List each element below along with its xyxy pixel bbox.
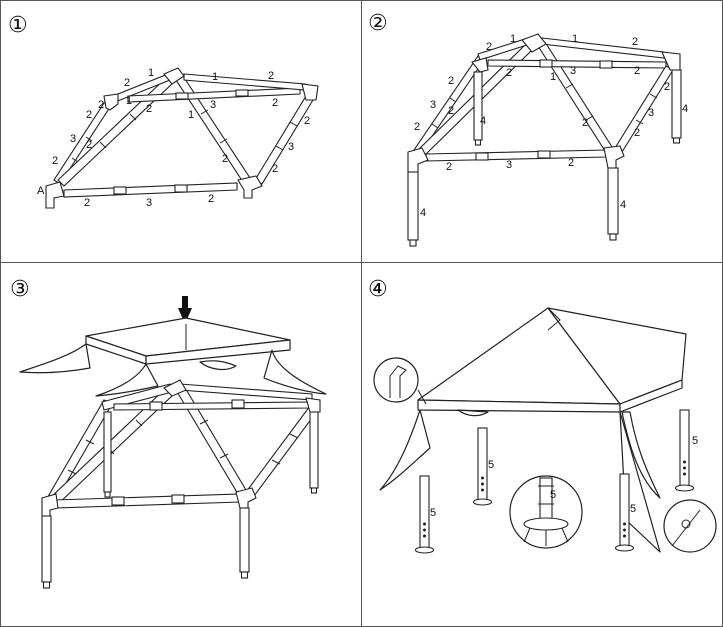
part-label: 3 (648, 107, 654, 119)
top-connector (521, 33, 547, 53)
part-label: 2 (304, 115, 310, 127)
leg-label: 4 (682, 103, 688, 115)
part-label: 2 (634, 127, 640, 139)
part-label: 1 (188, 109, 194, 121)
part-label: 2 (664, 81, 670, 93)
part-label: 2 (568, 157, 574, 169)
part-label: 2 (222, 153, 228, 165)
part-label: 2 (84, 197, 90, 209)
leg-front-left (414, 475, 435, 554)
corner-connector-back-left (103, 93, 119, 111)
part-label: 1 (212, 71, 218, 83)
panel-step-4: ④ (368, 277, 717, 554)
part-label: 1 (148, 67, 154, 79)
pipe-back-crossbar (127, 87, 301, 103)
pipe-front-right-roof (537, 41, 615, 155)
part-label: 2 (86, 139, 92, 151)
part-label: 3 (506, 159, 512, 171)
part-label: 2 (582, 117, 588, 129)
corner-connector-back-left (471, 57, 489, 73)
part-label: 2 (146, 103, 152, 115)
leg-label: 5 (630, 503, 636, 515)
pipe-front-left-roof (57, 75, 175, 187)
step-marker-3: ③ (10, 277, 30, 302)
pipe-back-right-roof (183, 73, 306, 91)
step-marker-1: ① (8, 13, 28, 38)
part-label: 2 (414, 121, 420, 133)
part-label: 3 (570, 65, 576, 77)
pipe-back-right-roof (541, 37, 665, 59)
corner-connector-back-right (301, 83, 319, 101)
leg-back-right (674, 409, 695, 492)
panel-step-3: ③ (10, 277, 327, 589)
gazebo-canopy (379, 307, 687, 553)
top-connector (163, 67, 185, 85)
part-label: 2 (208, 193, 214, 205)
part-label: 2 (448, 105, 454, 117)
pipe-right-roof (254, 95, 314, 185)
leg-back-right (671, 69, 682, 144)
canopy-cover (19, 317, 327, 397)
part-label: 2 (506, 67, 512, 79)
part-label: 2 (632, 36, 638, 48)
pipe-right-roof (614, 65, 674, 153)
leg-front-left (407, 171, 419, 247)
part-label: 1 (510, 33, 516, 45)
leg-label: 4 (620, 199, 626, 211)
part-label: 1 (550, 71, 556, 83)
part-label: 1 (126, 95, 132, 107)
leg-label: 4 (420, 207, 426, 219)
part-label: 2 (272, 163, 278, 175)
part-label: 2 (446, 161, 452, 173)
part-label: 3 (210, 99, 216, 111)
part-label: 3 (146, 197, 152, 209)
frame-assembly (41, 379, 321, 589)
part-label: 2 (634, 65, 640, 77)
part-label: 2 (268, 70, 274, 82)
part-label: 2 (98, 99, 104, 111)
detail-base-plate (509, 475, 583, 549)
leg-label: 5 (430, 507, 436, 519)
leg-label: 5 (550, 489, 556, 501)
detail-hook (373, 357, 427, 405)
leg-back-left (472, 427, 493, 506)
step-marker-4: ④ (368, 277, 388, 302)
corner-connector-front-right (237, 175, 263, 199)
corner-label-a: A (37, 185, 45, 197)
part-label: 2 (272, 97, 278, 109)
corner-connector-front-right (603, 145, 625, 169)
leg-label: 5 (692, 435, 698, 447)
leg-front-right (614, 473, 635, 552)
part-label: 3 (430, 99, 436, 111)
pipe-front-crossbar (425, 149, 607, 162)
panel-step-1: ① (8, 13, 319, 209)
down-arrow-icon (178, 296, 192, 324)
leg-label: 4 (480, 115, 486, 127)
part-label: 2 (52, 155, 58, 167)
step-marker-2: ② (368, 11, 388, 36)
part-label: 3 (288, 141, 294, 153)
leg-label: 5 (488, 459, 494, 471)
leg-back-left (473, 71, 483, 146)
part-label: 2 (124, 77, 130, 89)
part-label: 1 (572, 33, 578, 45)
detail-stake (663, 499, 717, 553)
part-label: 2 (86, 109, 92, 121)
corner-connector-a (45, 181, 65, 209)
part-label: 2 (486, 41, 492, 53)
panel-step-2: ② (368, 11, 688, 247)
leg-front-right (607, 167, 619, 241)
part-label: 3 (70, 133, 76, 145)
part-label: 2 (448, 75, 454, 87)
